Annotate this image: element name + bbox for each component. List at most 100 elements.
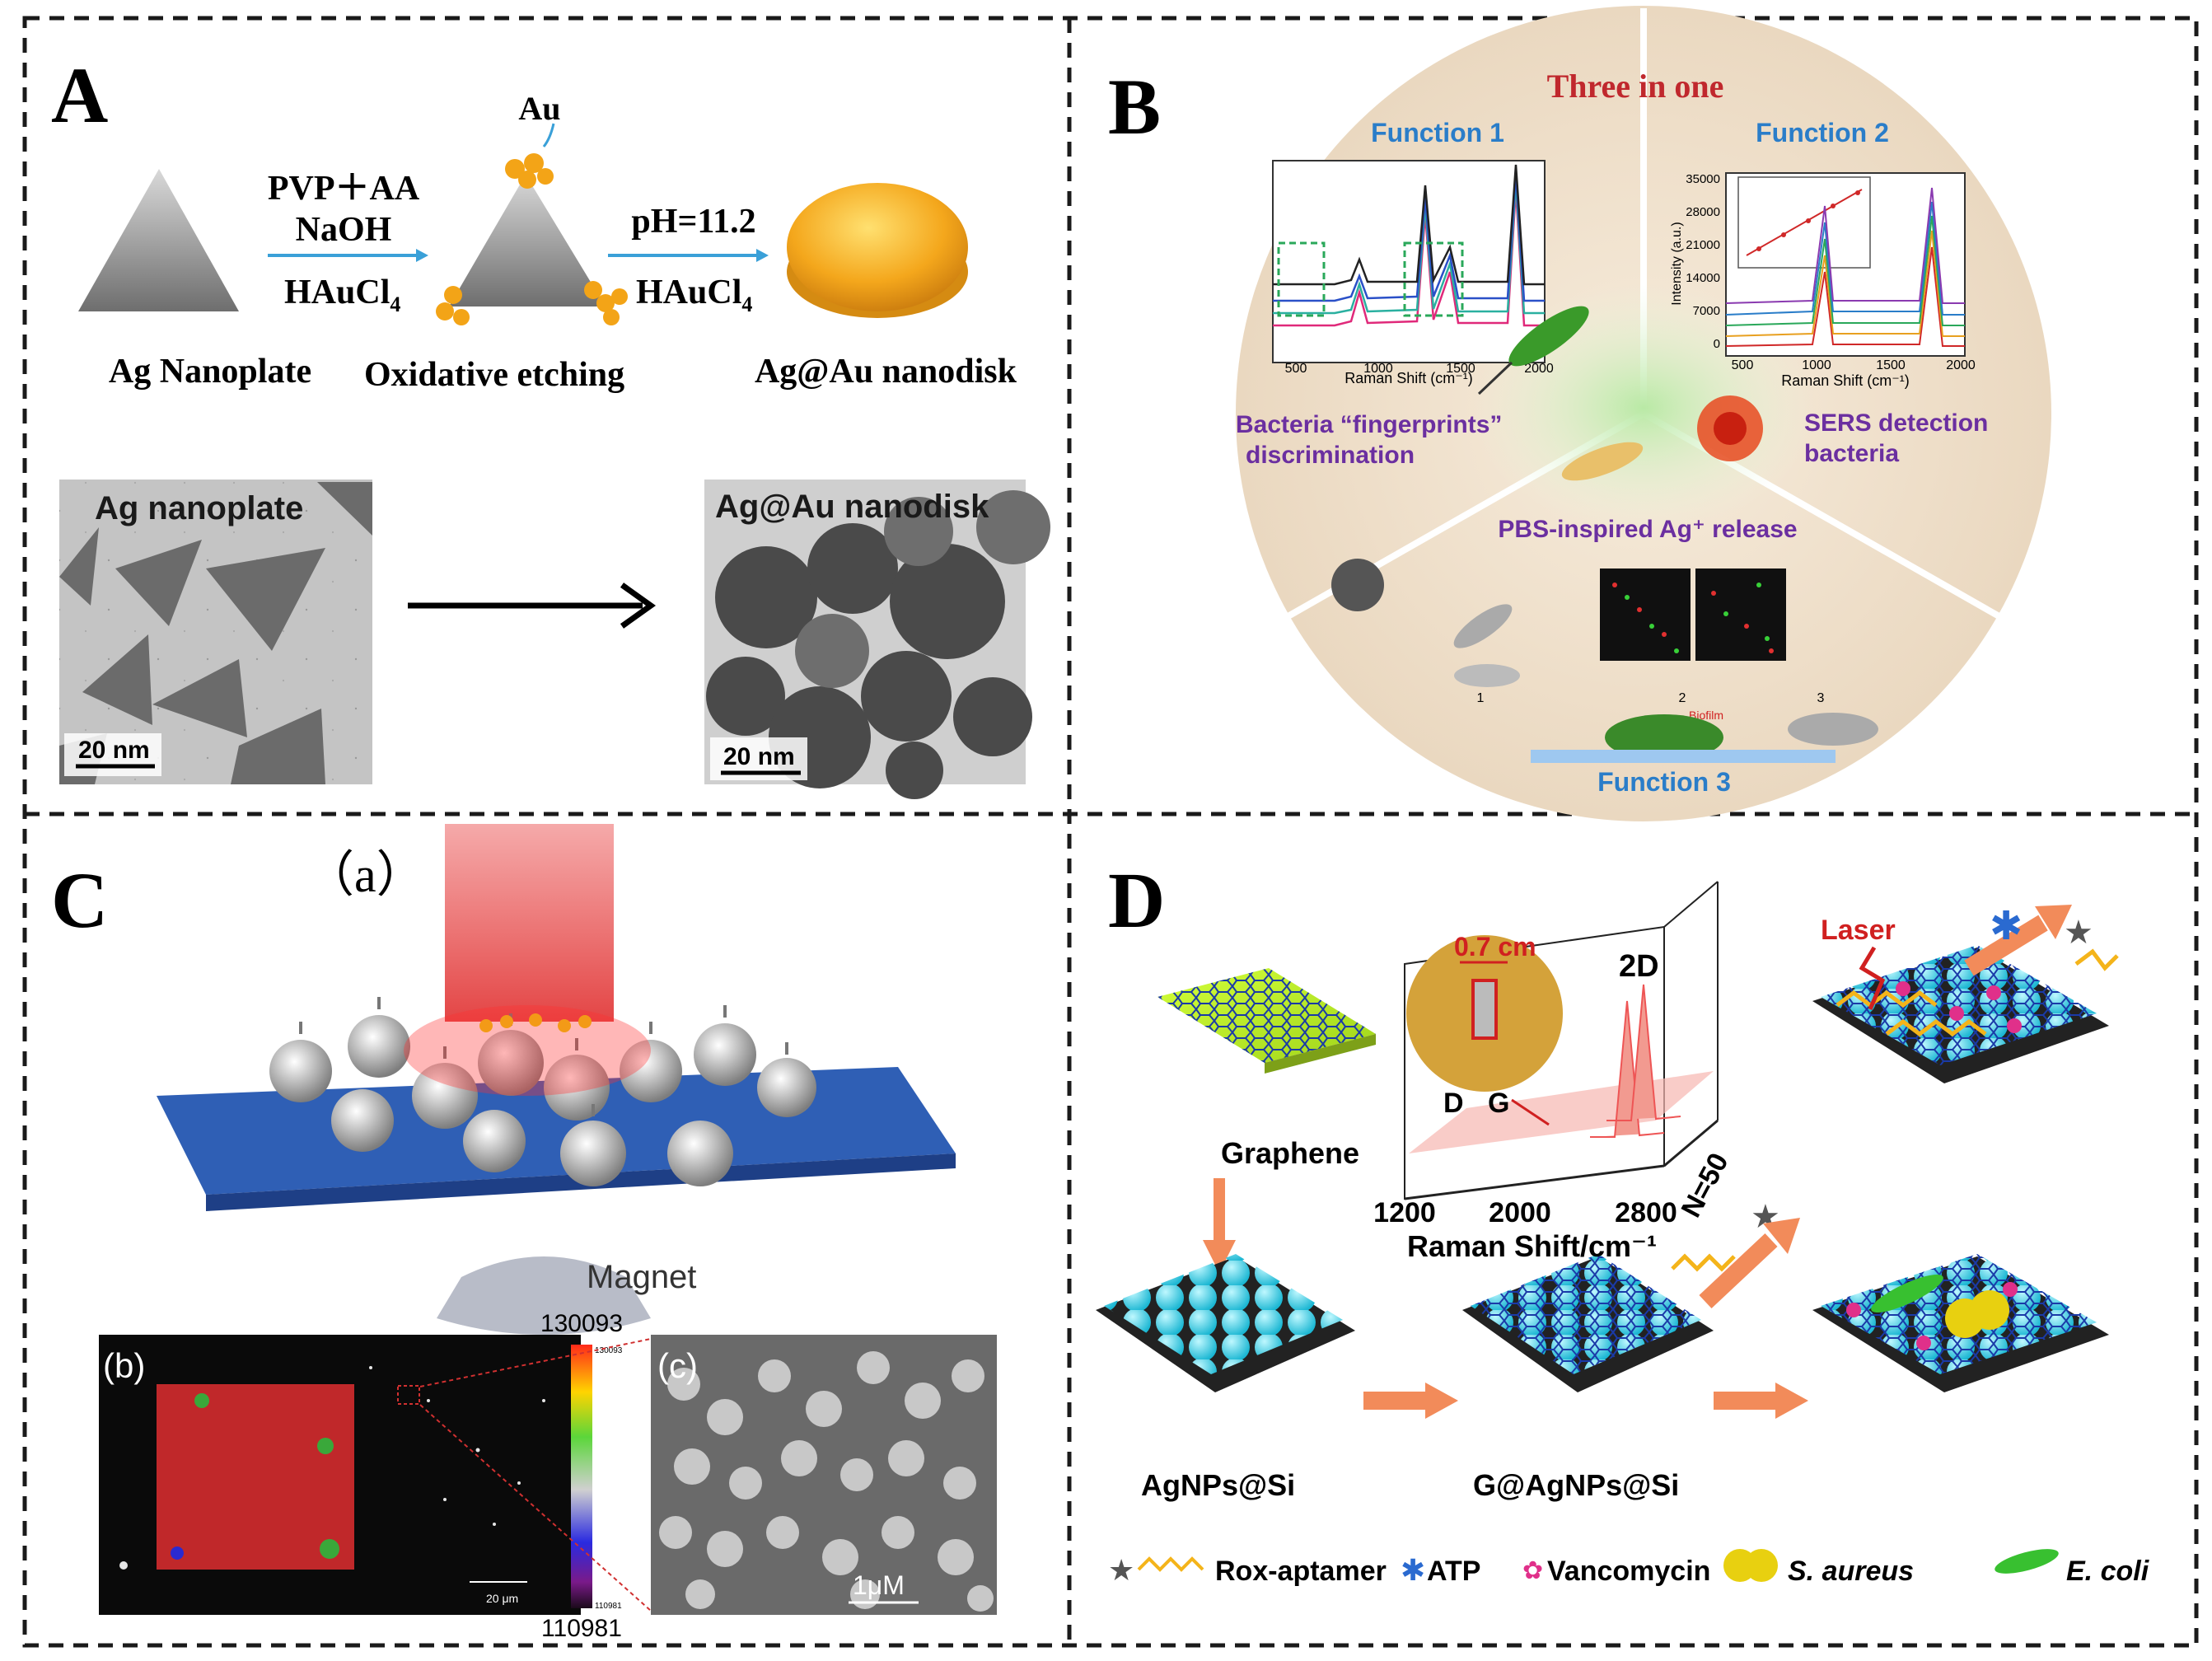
coin-label: 0.7 cm [1454,932,1536,962]
f2-xtick: 1000 [1802,358,1831,372]
magnet [437,1256,651,1335]
reagent-naoh: NaOH [296,211,392,249]
f3-label: 3 [1817,691,1825,705]
sub-a-label: （a） [305,848,426,902]
f2-ytick: 14000 [1686,271,1720,285]
graphene-sample [1471,979,1498,1040]
function-1-spectra: Raman Shift (cm⁻¹) 500 1000 1500 2000 [1272,160,1554,386]
sem-image-c: (c) 1μM [651,1335,997,1615]
zoom-line-top [419,1338,652,1387]
graphene-overlay [1471,1254,1701,1374]
panel-b: B Three in one Function 1 Function 2 Ram… [1108,6,2051,821]
etched-triangle [449,175,606,306]
scale-c: 1μM [853,1570,905,1600]
tem-left-scale: 20 nm [78,737,150,764]
rox-aptamer-approach [1671,1253,1736,1272]
raman-inset: 0.7 cm D G 2D N=50 1200 2000 2800 Raman … [1373,881,1735,1263]
function-2-spectra: Raman Shift (cm⁻¹) 500 1000 1500 2000 35… [1670,172,1976,389]
colorbar-bottom-small: 110981 [595,1602,622,1611]
rox-released-icon: ★ [2064,915,2093,951]
panel-c-letter: C [51,856,108,944]
panel-c: C （a） Magnet [51,824,997,1642]
sub-b-label: (b) [103,1346,145,1385]
panel-d: D Graphene AgNPs@Si G@AgNPs@Si [1096,856,2150,1587]
rox-legend-icon: ★ [1108,1553,1134,1587]
center-caption: PBS-inspired Ag⁺ release [1498,516,1797,543]
colorbar-top-small: 130093 [595,1346,623,1355]
bacteria-illustration [1477,306,1763,481]
f1-caption-line2: discrimination [1246,442,1415,469]
f1-xtick: 2000 [1524,362,1554,376]
f2-xtick: 1500 [1876,358,1906,372]
laser-bolt [1859,946,1886,1010]
nanodisk [787,183,968,311]
legend-atp: ATP [1427,1556,1480,1587]
panel-frames [22,16,2199,1648]
colorbar-top: 130093 [540,1310,623,1337]
agnps-si-label: AgNPs@Si [1141,1468,1295,1502]
tem-image-ag-nanoplate: Ag nanoplate 20 nm [59,480,372,784]
raman-xtick: 2000 [1489,1197,1551,1228]
f2-ytick: 35000 [1686,172,1720,186]
au-label: Au [518,90,560,127]
reagent-haucl4-2: HAuCl4 [636,274,752,316]
panel-a: A Ag Nanoplate PVP＋AA NaOH HAuCl4 Au Oxi… [51,51,1050,799]
panel-a-letter: A [51,51,108,139]
label-ag-nanoplate: Ag Nanoplate [109,353,311,391]
tem-left-title: Ag nanoplate [95,490,303,526]
f3-label: 2 [1679,691,1686,705]
arrow-to-laser [1699,1233,1778,1309]
legend-vancomycin: Vancomycin [1547,1556,1710,1587]
colorbar-bottom: 110981 [541,1615,622,1642]
release-arrow [1964,915,2048,976]
g-agnps-si-label: G@AgNPs@Si [1473,1468,1679,1502]
panel-b-letter: B [1108,63,1161,151]
f1-xtick: 500 [1285,362,1307,376]
agnps-layer [1104,1254,1343,1374]
reagent-ph: pH=11.2 [631,203,755,241]
mapping-region [157,1384,354,1570]
colorbar [571,1345,592,1608]
f2-xtick: 2000 [1946,358,1976,372]
arrow-step2-head [756,249,769,262]
legend-ecoli: E. coli [2066,1556,2150,1587]
f2-ytick: 7000 [1693,304,1720,318]
reagent-haucl4: HAuCl4 [284,274,400,316]
f1-xtick: 1000 [1363,362,1393,376]
panel-d-letter: D [1108,856,1165,944]
raman-map-b: (b) 20 μm [99,1335,581,1615]
raman-xlabel: Raman Shift/cm⁻¹ [1407,1229,1657,1263]
vancomycin-legend-icon: ✿ [1522,1557,1543,1584]
f2-ylabel: Intensity (a.u.) [1670,222,1684,305]
legend-saureus: S. aureus [1788,1556,1914,1587]
f2-xlabel: Raman Shift (cm⁻¹) [1781,372,1910,389]
ecoli-on-substrate [1871,1274,1943,1313]
laser-beam [445,824,614,1022]
f2-caption-line2: bacteria [1804,440,1899,467]
n-label: N=50 [1676,1148,1735,1222]
peak-g-label: G [1488,1088,1509,1119]
tem-right-title: Ag@Au nanodisk [715,489,989,525]
f2-ytick: 28000 [1686,205,1720,219]
function-1-label: Function 1 [1371,118,1504,147]
au-particles [436,153,628,325]
laser-label: Laser [1821,915,1896,946]
atp-released-icon: ✱ [1990,905,2023,948]
f2-ytick: 0 [1714,337,1720,351]
urchin-particles [269,997,816,1186]
f1-xlabel: Raman Shift (cm⁻¹) [1345,370,1473,386]
ag-nanoplate-triangle [78,169,239,311]
peak-d-label: D [1443,1088,1464,1119]
f1-caption-line1: Bacteria “fingerprints” [1236,411,1502,438]
sub-c-label: (c) [657,1346,698,1385]
label-nanodisk: Ag@Au nanodisk [755,353,1017,391]
magnet-label: Magnet [587,1259,696,1295]
tem-image-nanodisk: Ag@Au nanodisk 20 nm [704,480,1050,799]
f2-ytick: 21000 [1686,238,1720,252]
arrow-step1-head [416,249,428,262]
raman-xtick: 1200 [1373,1197,1436,1228]
reagent-pvp-aa: PVP＋AA [268,170,420,208]
legend: ★ Rox-aptamer ✱ ATP ✿ Vancomycin S. aure… [1108,1549,2150,1587]
peak-2d-label: 2D [1619,949,1659,984]
